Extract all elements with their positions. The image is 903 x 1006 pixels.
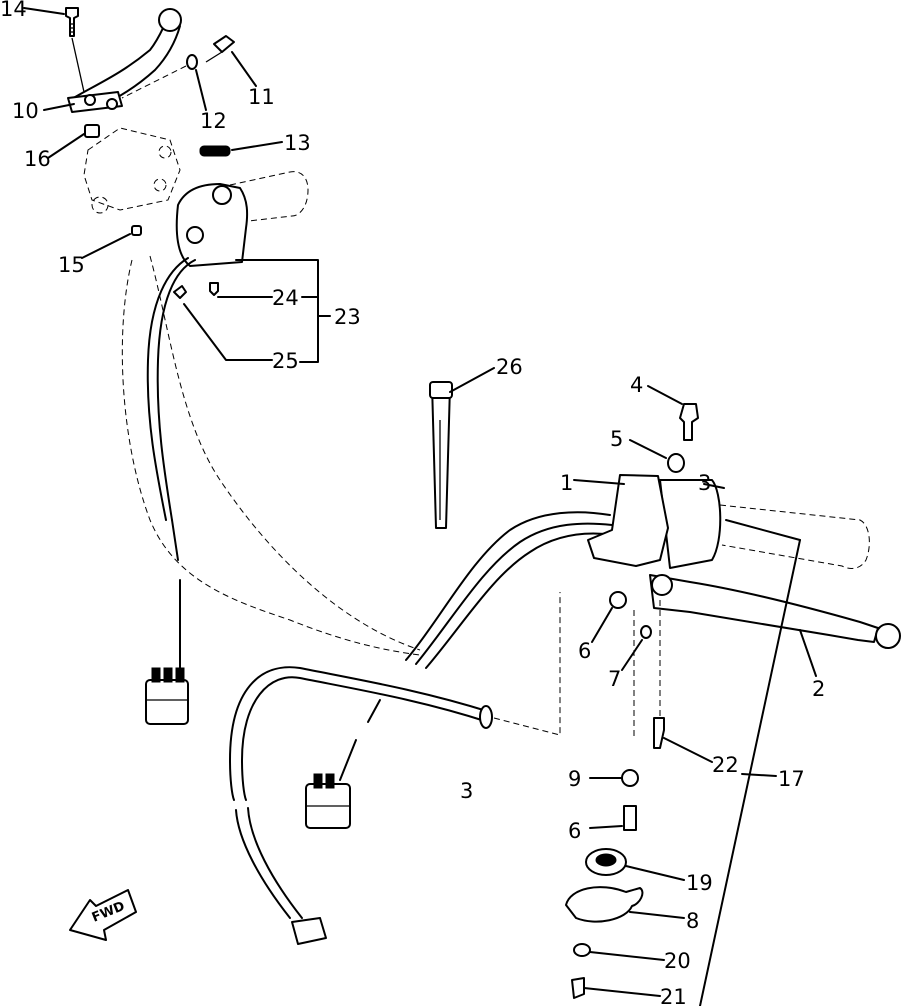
small-clip [131, 225, 142, 236]
right-switch-housing [659, 479, 722, 569]
callout-6: 6 [578, 639, 591, 663]
callout-1: 1 [560, 471, 573, 495]
lever-bracket [83, 127, 181, 211]
pivot-pin [213, 35, 235, 53]
callout-20: 20 [664, 949, 691, 973]
cable-end-fitting [291, 917, 327, 945]
callout-17: 17 [778, 767, 805, 791]
clutch-lever-assembly [65, 7, 235, 236]
part-18-mirror-holder [565, 886, 644, 923]
cable-band [429, 381, 453, 529]
lever-pivot-nut [640, 625, 652, 639]
callout-12: 12 [200, 109, 227, 133]
bolt-washer [667, 453, 685, 473]
lever-pivot-bolt [609, 591, 627, 609]
callout-7: 7 [608, 667, 621, 691]
callout-5: 5 [610, 427, 623, 451]
brake-lever-ball-end [875, 623, 901, 649]
part-8-screw [623, 805, 637, 831]
lever-spring [199, 145, 231, 157]
left-switch-harness [156, 259, 196, 521]
washer [186, 54, 198, 70]
switch-housing [175, 183, 249, 267]
callout-21: 21 [660, 985, 687, 1006]
lever-bolt [65, 7, 79, 37]
callout-numbers: 14 10 16 12 11 13 15 24 23 25 26 4 5 1 3… [0, 0, 825, 1006]
left-grip [229, 171, 309, 223]
callout-25: 25 [272, 349, 299, 373]
callout-2: 2 [812, 677, 825, 701]
callout-26: 26 [496, 355, 523, 379]
brake-switch-screw [653, 717, 665, 749]
callout-10: 10 [12, 99, 39, 123]
callout-22: 22 [712, 753, 739, 777]
callout-8: 8 [686, 909, 699, 933]
switch-screw [209, 282, 219, 296]
callout-6b: 6 [568, 819, 581, 843]
callout-9: 9 [568, 767, 581, 791]
callout-13: 13 [284, 131, 311, 155]
brake-cable [229, 666, 491, 801]
master-cylinder-bolt [679, 403, 699, 441]
callout-19: 19 [686, 871, 713, 895]
callout-11: 11 [248, 85, 275, 109]
callout-24: 24 [272, 286, 299, 310]
right-switch-connector [305, 699, 381, 829]
part-21-bolt [571, 977, 585, 999]
cables [121, 255, 615, 945]
fwd-direction-arrow: FWD [69, 889, 137, 941]
lever-ball-end [158, 8, 182, 32]
callout-16: 16 [24, 147, 51, 171]
part-20-washer [573, 943, 591, 957]
right-switch-harness [405, 511, 611, 661]
left-switch-connector [145, 667, 189, 725]
right-grip [719, 504, 870, 569]
brake-lever [649, 574, 879, 643]
callout-15: 15 [58, 253, 85, 277]
lever-nut [84, 124, 100, 138]
brake-lever-bracket [587, 474, 669, 567]
right-handlebar-assembly [565, 403, 901, 999]
switch-screw-b [173, 285, 187, 299]
throttle-cable-dashed [121, 259, 421, 656]
callout-14: 14 [0, 0, 27, 21]
left-handlebar-switch [145, 171, 309, 725]
callout-3: 3 [460, 779, 473, 803]
part-9-nut [621, 769, 639, 787]
callout-4: 4 [630, 373, 643, 397]
callout-3-top: 3 [698, 471, 711, 495]
leader-lines [23, 7, 817, 1006]
callout-23: 23 [334, 305, 361, 329]
